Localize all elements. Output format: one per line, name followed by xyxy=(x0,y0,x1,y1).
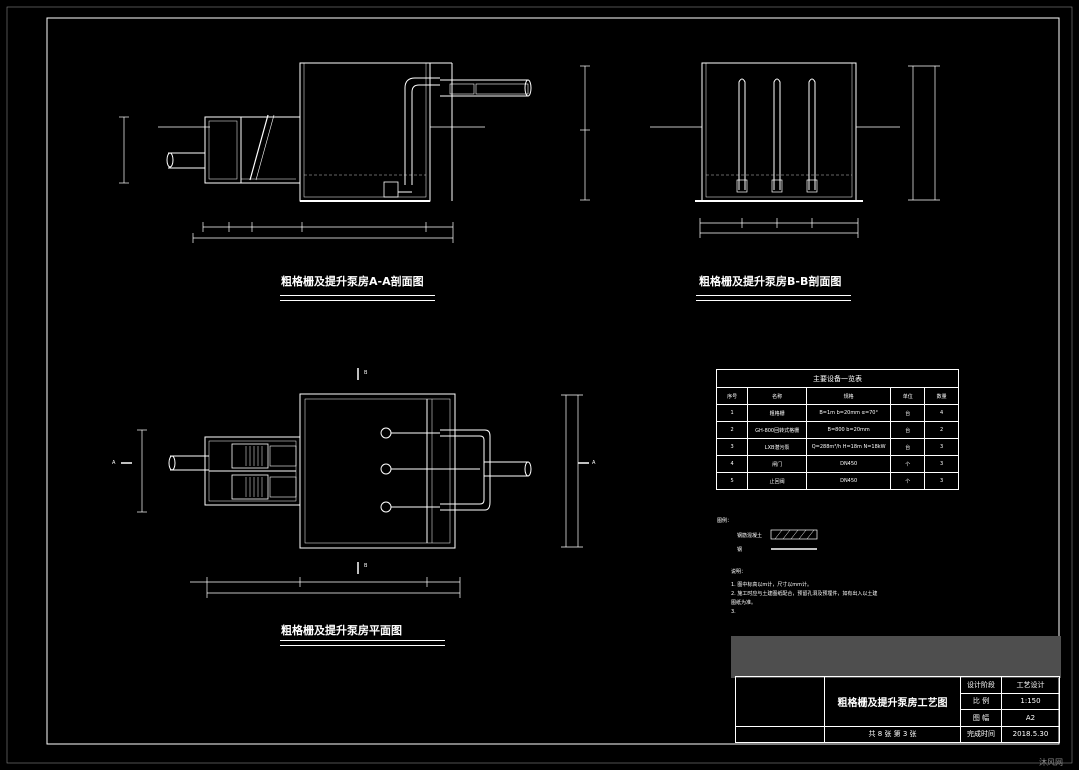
notes-line: 3. xyxy=(731,609,736,615)
equipment-cell: 3 xyxy=(924,472,959,490)
section-aa-drawing xyxy=(119,62,590,243)
outer-frame xyxy=(6,6,1073,764)
equipment-cell: 个 xyxy=(890,472,926,490)
section-marker-a-left: A xyxy=(112,460,116,466)
scale-value: 1:150 xyxy=(1001,692,1060,710)
plan-underline xyxy=(280,640,445,641)
section-aa-title: 粗格栅及提升泵房A-A剖面图 xyxy=(281,275,424,288)
legend-hatch-box xyxy=(770,529,818,540)
legend-item-steel: 钢 xyxy=(737,547,743,553)
equipment-header: 名称 xyxy=(747,387,807,405)
sheet-size-value: A2 xyxy=(1001,709,1060,727)
notes-line: 2. 施工时应与土建图纸配合，预留孔洞及预埋件，如有出入以土建图纸为准。 xyxy=(731,591,878,606)
equipment-cell: 2 xyxy=(924,421,959,439)
section-marker-b-bottom: B xyxy=(364,563,368,569)
notes: 说明： 1. 图中标高以m计，尺寸以mm计。 2. 施工时应与土建图纸配合，预留… xyxy=(731,568,881,617)
equipment-cell: 5 xyxy=(715,472,749,490)
sheet-count: 共 8 张 第 3 张 xyxy=(824,725,961,743)
legend-item-concrete: 钢筋混凝土 xyxy=(737,533,763,539)
equipment-header: 单位 xyxy=(890,387,926,405)
equipment-cell: 台 xyxy=(890,404,926,422)
notes-line: 1. 图中标高以m计，尺寸以mm计。 xyxy=(731,582,812,588)
equipment-cell: 台 xyxy=(890,421,926,439)
title-block-blank xyxy=(735,725,825,743)
equipment-cell: DN450 xyxy=(805,472,892,490)
equipment-cell: 2 xyxy=(715,421,749,439)
equipment-cell: 3 xyxy=(924,455,959,473)
equipment-cell: 台 xyxy=(890,438,926,456)
section-aa-underline-2 xyxy=(280,300,435,301)
equipment-cell: B=1m b=20mm α=70° xyxy=(805,404,892,422)
table-row: 5 止回阀 DN450 个 3 xyxy=(715,472,959,490)
section-marker-a-right: A xyxy=(592,460,596,466)
section-marker-b-top: B xyxy=(364,370,368,376)
equipment-cell: 1 xyxy=(715,404,749,422)
equipment-table: 主要设备一览表 序号 名称 规格 单位 数量 1 粗格栅 B=1m b=20mm… xyxy=(715,369,959,490)
equipment-header: 数量 xyxy=(924,387,959,405)
plan-title: 粗格栅及提升泵房平面图 xyxy=(281,624,402,637)
section-bb-drawing xyxy=(650,62,940,238)
title-block-blank xyxy=(735,676,825,727)
equipment-cell: 闸门 xyxy=(747,455,807,473)
table-row: 1 粗格栅 B=1m b=20mm α=70° 台 4 xyxy=(715,404,959,422)
legend-label: 图例： xyxy=(717,518,733,524)
equipment-cell: 3 xyxy=(715,438,749,456)
equipment-cell: Q=288m³/h H=18m N=18kW xyxy=(805,438,892,456)
sheet-size-label: 图 幅 xyxy=(960,709,1002,727)
inner-frame xyxy=(46,17,1060,745)
table-row: 3 LXB潜污泵 Q=288m³/h H=18m N=18kW 台 3 xyxy=(715,438,959,456)
section-bb-underline xyxy=(696,295,851,296)
equipment-cell: 3 xyxy=(924,438,959,456)
equipment-cell: 4 xyxy=(715,455,749,473)
equipment-header: 序号 xyxy=(715,387,749,405)
watermark: 沐风网 xyxy=(1039,758,1063,767)
scale-label: 比 例 xyxy=(960,692,1002,710)
notes-label: 说明： xyxy=(731,569,747,575)
plan-drawing xyxy=(121,368,589,598)
equipment-header: 规格 xyxy=(805,387,892,405)
title-block-shade xyxy=(731,636,1061,678)
table-row: 4 闸门 DN450 个 3 xyxy=(715,455,959,473)
title-block: 粗格栅及提升泵房工艺图 设计阶段 工艺设计 比 例 1:150 图 幅 A2 共… xyxy=(735,676,1060,743)
section-bb-underline-2 xyxy=(696,300,851,301)
design-stage-value: 工艺设计 xyxy=(1001,676,1060,694)
equipment-cell: B=800 b=20mm xyxy=(805,421,892,439)
equipment-table-caption: 主要设备一览表 xyxy=(716,369,959,388)
drawing-name: 粗格栅及提升泵房工艺图 xyxy=(824,676,961,727)
equipment-cell: DN450 xyxy=(805,455,892,473)
date-label: 完成时间 xyxy=(960,725,1002,743)
equipment-cell: GH-800回转式格栅 xyxy=(747,421,807,439)
section-aa-underline xyxy=(280,295,435,296)
plan-underline-2 xyxy=(280,645,445,646)
equipment-cell: LXB潜污泵 xyxy=(747,438,807,456)
table-row: 2 GH-800回转式格栅 B=800 b=20mm 台 2 xyxy=(715,421,959,439)
date-value: 2018.5.30 xyxy=(1001,725,1060,743)
equipment-cell: 止回阀 xyxy=(747,472,807,490)
equipment-cell: 个 xyxy=(890,455,926,473)
equipment-cell: 4 xyxy=(924,404,959,422)
design-stage-label: 设计阶段 xyxy=(960,676,1002,694)
legend-hatch-lines xyxy=(774,529,815,540)
equipment-cell: 粗格栅 xyxy=(747,404,807,422)
section-bb-title: 粗格栅及提升泵房B-B剖面图 xyxy=(699,275,842,288)
